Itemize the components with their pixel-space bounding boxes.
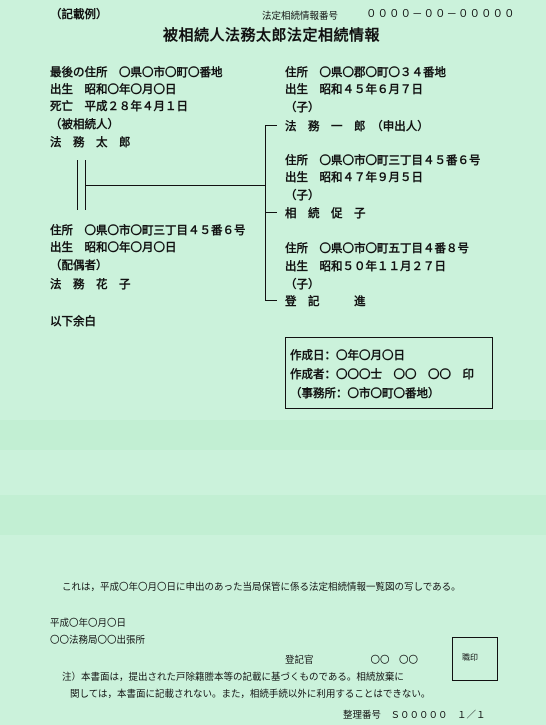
note-line: 関しては，本書面に記載されない。また，相続手続以外に利用することはできない。: [70, 689, 431, 700]
heir-role: （子）: [285, 188, 320, 202]
background-band: [0, 495, 546, 535]
spouse-role: （配偶者）: [50, 258, 108, 272]
cert-number-value: ００００－００－０００００: [366, 8, 516, 20]
heir-address: 住所 〇県〇市〇町五丁目４番８号: [285, 241, 469, 255]
heir-branch-line: [265, 125, 277, 127]
background-band: [0, 420, 546, 450]
example-label: （記載例）: [50, 7, 108, 21]
spouse-birth: 出生 昭和〇年〇月〇日: [50, 240, 177, 254]
spouse-address: 住所 〇県〇市〇町三丁目４５番６号: [50, 223, 246, 237]
heir-birth: 出生 昭和４５年６月７日: [285, 82, 423, 96]
decedent-birth: 出生 昭和〇年〇月〇日: [50, 82, 177, 96]
issue-date: 平成〇年〇月〇日: [50, 618, 127, 629]
document-title: 被相続人法務太郎法定相続情報: [163, 26, 381, 44]
heir-role: （子）: [285, 100, 320, 114]
issuing-office: 〇〇法務局〇〇出張所: [50, 635, 146, 646]
marriage-line: [77, 160, 79, 210]
decedent-role: （被相続人）: [50, 117, 119, 131]
certification-statement: これは，平成〇年〇月〇日に申出のあった当局保管に係る法定相続情報一覧図の写しであ…: [62, 582, 461, 593]
creator-office: （事務所：〇市〇町〇番地）: [290, 386, 440, 400]
official-seal-label: 職印: [462, 653, 478, 662]
spouse-name: 法 務 花 子: [50, 277, 131, 291]
heir-name: 登 記 進: [285, 294, 366, 308]
heir-name: 相 続 促 子: [285, 206, 366, 220]
cert-number-label: 法定相続情報番号: [262, 11, 339, 22]
heir-birth: 出生 昭和５０年１１月２７日: [285, 259, 446, 273]
official-seal-box: [452, 637, 498, 681]
heir-name: 法 務 一 郎 （申出人）: [285, 119, 429, 133]
heir-birth: 出生 昭和４７年９月５日: [285, 170, 423, 184]
decedent-last-address: 最後の住所 〇県〇市〇町〇番地: [50, 65, 223, 79]
creator-info-box: [285, 337, 493, 409]
remainder-blank-note: 以下余白: [50, 314, 96, 328]
marriage-line: [85, 160, 87, 210]
creator-name: 作成者：〇〇〇士 〇〇 〇〇 印: [290, 367, 474, 381]
heir-branch-line: [265, 300, 277, 302]
family-connector-line: [86, 185, 266, 187]
serial-number: 整理番号 Ｓ０００００ １／１: [343, 710, 486, 721]
decedent-death: 死亡 平成２８年４月１日: [50, 99, 188, 113]
created-date: 作成日：〇年〇月〇日: [290, 348, 405, 362]
registrar-name: 登記官 〇〇 〇〇: [285, 655, 419, 666]
heir-branch-line: [265, 212, 277, 214]
heir-role: （子）: [285, 277, 320, 291]
note-line: 注）本書面は，提出された戸除籍謄本等の記載に基づくものである。相続放棄に: [62, 672, 404, 683]
heir-address: 住所 〇県〇郡〇町〇３４番地: [285, 65, 446, 79]
heir-address: 住所 〇県〇市〇町三丁目４５番６号: [285, 153, 481, 167]
decedent-name: 法 務 太 郎: [50, 135, 131, 149]
